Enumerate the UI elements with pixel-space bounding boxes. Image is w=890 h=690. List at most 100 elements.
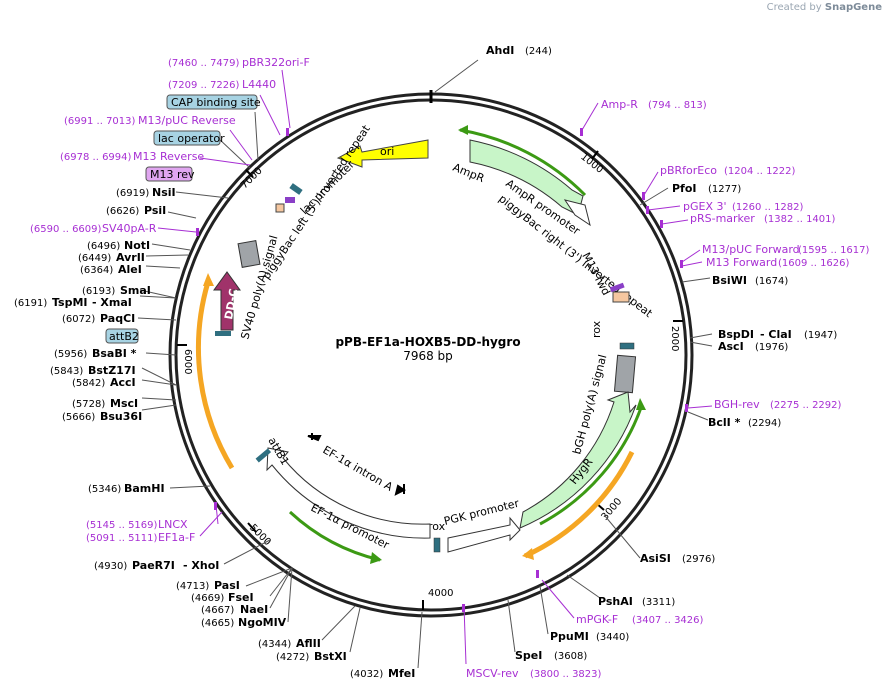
pgk-feature[interactable] (447, 516, 521, 553)
site-nsii[interactable]: NsiI (152, 186, 176, 199)
site-tspmi-pos: (6191) (14, 298, 47, 309)
primer-l4440[interactable]: L4440 (242, 78, 276, 91)
site-ngomiv[interactable]: NgoMIV (238, 616, 287, 629)
site-naei-pos: (4667) (201, 605, 234, 616)
primer-prsmarker-range: (1382 .. 1401) (764, 214, 836, 225)
site-spei[interactable]: SpeI (515, 649, 542, 662)
snapgene-brand: Created by SnapGene (766, 2, 882, 13)
lac-box (289, 183, 303, 195)
ori-feature[interactable] (336, 139, 429, 168)
attb2-box[interactable] (105, 328, 139, 344)
site-bamhi-pos: (5346) (88, 484, 121, 495)
attb2-label: attB2 (109, 330, 139, 343)
site-naei[interactable]: NaeI (240, 603, 268, 616)
lac-operator-label: lac operator (158, 132, 225, 145)
hygr-feature[interactable] (519, 391, 637, 529)
hygr-line-head (636, 398, 646, 410)
primer-bghrev[interactable]: BGH-rev (714, 398, 760, 411)
ef1a-promoter-feature[interactable] (266, 447, 431, 539)
orange-arc-left-head (203, 273, 214, 286)
site-ahdi[interactable]: AhdI (486, 44, 514, 57)
intron-marker-1 (307, 433, 322, 442)
primer-m13fwd[interactable]: M13 Forward (706, 256, 777, 269)
plasmid-size: 7968 bp (403, 349, 453, 363)
primer-prsmarker[interactable]: pRS-marker (690, 212, 755, 225)
bgh-feature[interactable] (613, 354, 637, 394)
ef1a-line-head (370, 552, 382, 564)
primer-m13rev-range: (6978 .. 6994) (60, 152, 132, 163)
tick-7000: 7000 (239, 165, 265, 191)
primer-m13puc-rev-range: (6991 .. 7013) (64, 116, 136, 127)
primer-pbr322ori[interactable]: pBR322ori-F (242, 56, 310, 69)
site-pshai-pos: (3311) (642, 597, 675, 608)
site-noti-pos: (6496) (87, 241, 120, 252)
site-bstxi-pos: (4272) (276, 652, 309, 663)
primer-m13fwd-range: (1609 .. 1626) (778, 258, 850, 269)
site-noti[interactable]: NotI (124, 239, 150, 252)
ddc-feature[interactable] (213, 271, 241, 331)
primer-m13puc-fwd[interactable]: M13/pUC Forward (702, 243, 800, 256)
primer-m13rev[interactable]: M13 Reverse (133, 150, 204, 163)
site-bsiwi[interactable]: BsiWI (712, 274, 747, 287)
tick-6000: 6000 (182, 349, 193, 374)
primer-pgex3[interactable]: pGEX 3' (683, 200, 727, 213)
primer-sv40pa-range: (6590 .. 6609) (30, 224, 102, 235)
primer-sv40pa[interactable]: SV40pA-R (102, 222, 157, 235)
primer-pbr322ori-range: (7460 .. 7479) (168, 58, 240, 69)
restriction-sites: AhdI (244) PfoI (1277) BsiWI (1674) BspD… (14, 44, 837, 680)
rox-right (619, 342, 635, 350)
rox-bottom-label: rox (428, 520, 446, 533)
site-xhoi: - XhoI (183, 559, 219, 572)
site-ppumi[interactable]: PpuMI (550, 630, 589, 643)
intron-marker-2 (394, 484, 406, 496)
tick-2000: 2000 (669, 326, 680, 351)
ddc-label: DD-C (222, 288, 240, 321)
site-asci[interactable]: AscI (718, 340, 744, 353)
ampr-promoter-feature[interactable] (563, 199, 591, 227)
ampr-line-head (458, 125, 468, 135)
site-pshai[interactable]: PshAI (598, 595, 633, 608)
site-psii[interactable]: PsiI (144, 204, 166, 217)
ef1a-intron-label: EF-1α intron A (321, 443, 396, 494)
site-smai[interactable]: SmaI (120, 284, 151, 297)
site-pfoi[interactable]: PfoI (672, 182, 697, 195)
site-asisi[interactable]: AsiSI (640, 552, 671, 565)
site-msci[interactable]: MscI (110, 397, 138, 410)
site-bstz17i[interactable]: BstZ17I (88, 364, 136, 377)
primer-mscvrev[interactable]: MSCV-rev (466, 667, 519, 680)
site-bcli-pos: (2294) (748, 418, 781, 429)
primer-m13puc-rev[interactable]: M13/pUC Reverse (138, 114, 236, 127)
site-nsii-pos: (6919) (116, 188, 149, 199)
site-bamhi[interactable]: BamHI (124, 482, 165, 495)
cap-binding-box[interactable] (166, 94, 258, 110)
site-paer7i[interactable]: PaeR7I (132, 559, 175, 572)
primer-mpgkf[interactable]: mPGK-F (576, 613, 618, 626)
primer-m13puc-fwd-range: (1595 .. 1617) (798, 245, 870, 256)
lac-operator-box[interactable] (153, 130, 221, 146)
primer-ef1af[interactable]: EF1a-F (158, 531, 195, 544)
site-bsu36i[interactable]: Bsu36I (100, 410, 142, 423)
primer-lncx[interactable]: LNCX (158, 518, 188, 531)
site-paqci[interactable]: PaqCI (100, 312, 135, 325)
site-alei[interactable]: AleI (118, 263, 142, 276)
site-bspdi[interactable]: BspDI (718, 328, 754, 341)
site-bsabi[interactable]: BsaBI * (92, 347, 137, 360)
site-tspmi[interactable]: TspMI (52, 296, 88, 309)
site-asci-pos: (1976) (755, 342, 788, 353)
site-bcli[interactable]: BclI * (708, 416, 741, 429)
ori-label: ori (380, 145, 394, 158)
primer-pbrforeco[interactable]: pBRforEco (660, 164, 717, 177)
primer-pgex3-range: (1260 .. 1282) (732, 202, 804, 213)
site-avrii[interactable]: AvrII (116, 251, 145, 264)
site-acci[interactable]: AccI (110, 376, 136, 389)
site-alei-pos: (6364) (80, 265, 113, 276)
site-aflii[interactable]: AflII (296, 637, 321, 650)
site-mfei[interactable]: MfeI (388, 667, 415, 680)
site-pasi[interactable]: PasI (214, 579, 240, 592)
m13-rev-box[interactable] (145, 166, 193, 182)
m13-fwd-marker (609, 282, 625, 293)
primer-ampr[interactable]: Amp-R (601, 98, 638, 111)
sv40-feature[interactable] (237, 240, 261, 268)
site-fsei[interactable]: FseI (228, 591, 254, 604)
site-bstxi[interactable]: BstXI (314, 650, 347, 663)
